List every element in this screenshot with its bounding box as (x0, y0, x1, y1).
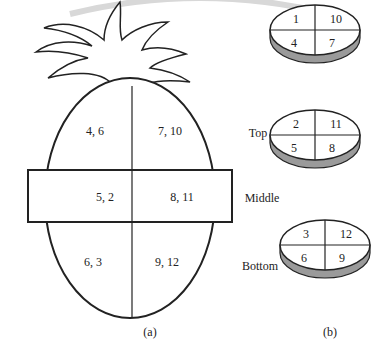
cell-number: 2 (293, 118, 299, 130)
band-label: Middle (245, 192, 280, 204)
band-label: Bottom (242, 260, 278, 272)
cell-number: 7 (329, 37, 335, 49)
cell-number: 5, 2 (96, 191, 114, 203)
panel-label: (a) (143, 326, 156, 338)
cell-divider (131, 170, 132, 222)
band-label: Top (249, 127, 268, 139)
cell-divider (131, 222, 132, 317)
disc-bottom: 3 12 6 9 (280, 220, 370, 278)
middle-band (28, 170, 232, 222)
cell-number: 10 (330, 13, 342, 25)
cell-number: 8, 11 (170, 191, 194, 203)
cell-number: 9 (339, 252, 345, 264)
middle-band: 5, 2 8, 11 (28, 170, 232, 222)
cell-number: 4 (291, 37, 297, 49)
cell-number: 6, 3 (84, 256, 102, 268)
cell-number: 4, 6 (86, 125, 104, 137)
disc-bottom (280, 220, 370, 278)
cell-number: 5 (291, 142, 297, 154)
bottom-band: 6, 3 9, 12 (45, 222, 217, 318)
disc-middle: 2 11 5 8 (270, 110, 360, 168)
disc-top (270, 5, 360, 63)
cell-number: 11 (330, 118, 342, 130)
pineapple-crown (36, 2, 190, 84)
top-band: 4, 6 7, 10 (45, 86, 217, 170)
cell-number: 6 (301, 252, 307, 264)
panel-label: (b) (323, 326, 337, 338)
cell-number: 7, 10 (158, 125, 182, 137)
cell-number: 9, 12 (155, 256, 179, 268)
cell-number: 3 (303, 228, 309, 240)
disc-middle (270, 110, 360, 168)
cell-divider (131, 86, 132, 170)
cell-number: 8 (329, 142, 335, 154)
cell-number: 1 (293, 13, 299, 25)
cell-number: 12 (340, 228, 352, 240)
disc-top: 1 10 4 7 (270, 5, 360, 63)
